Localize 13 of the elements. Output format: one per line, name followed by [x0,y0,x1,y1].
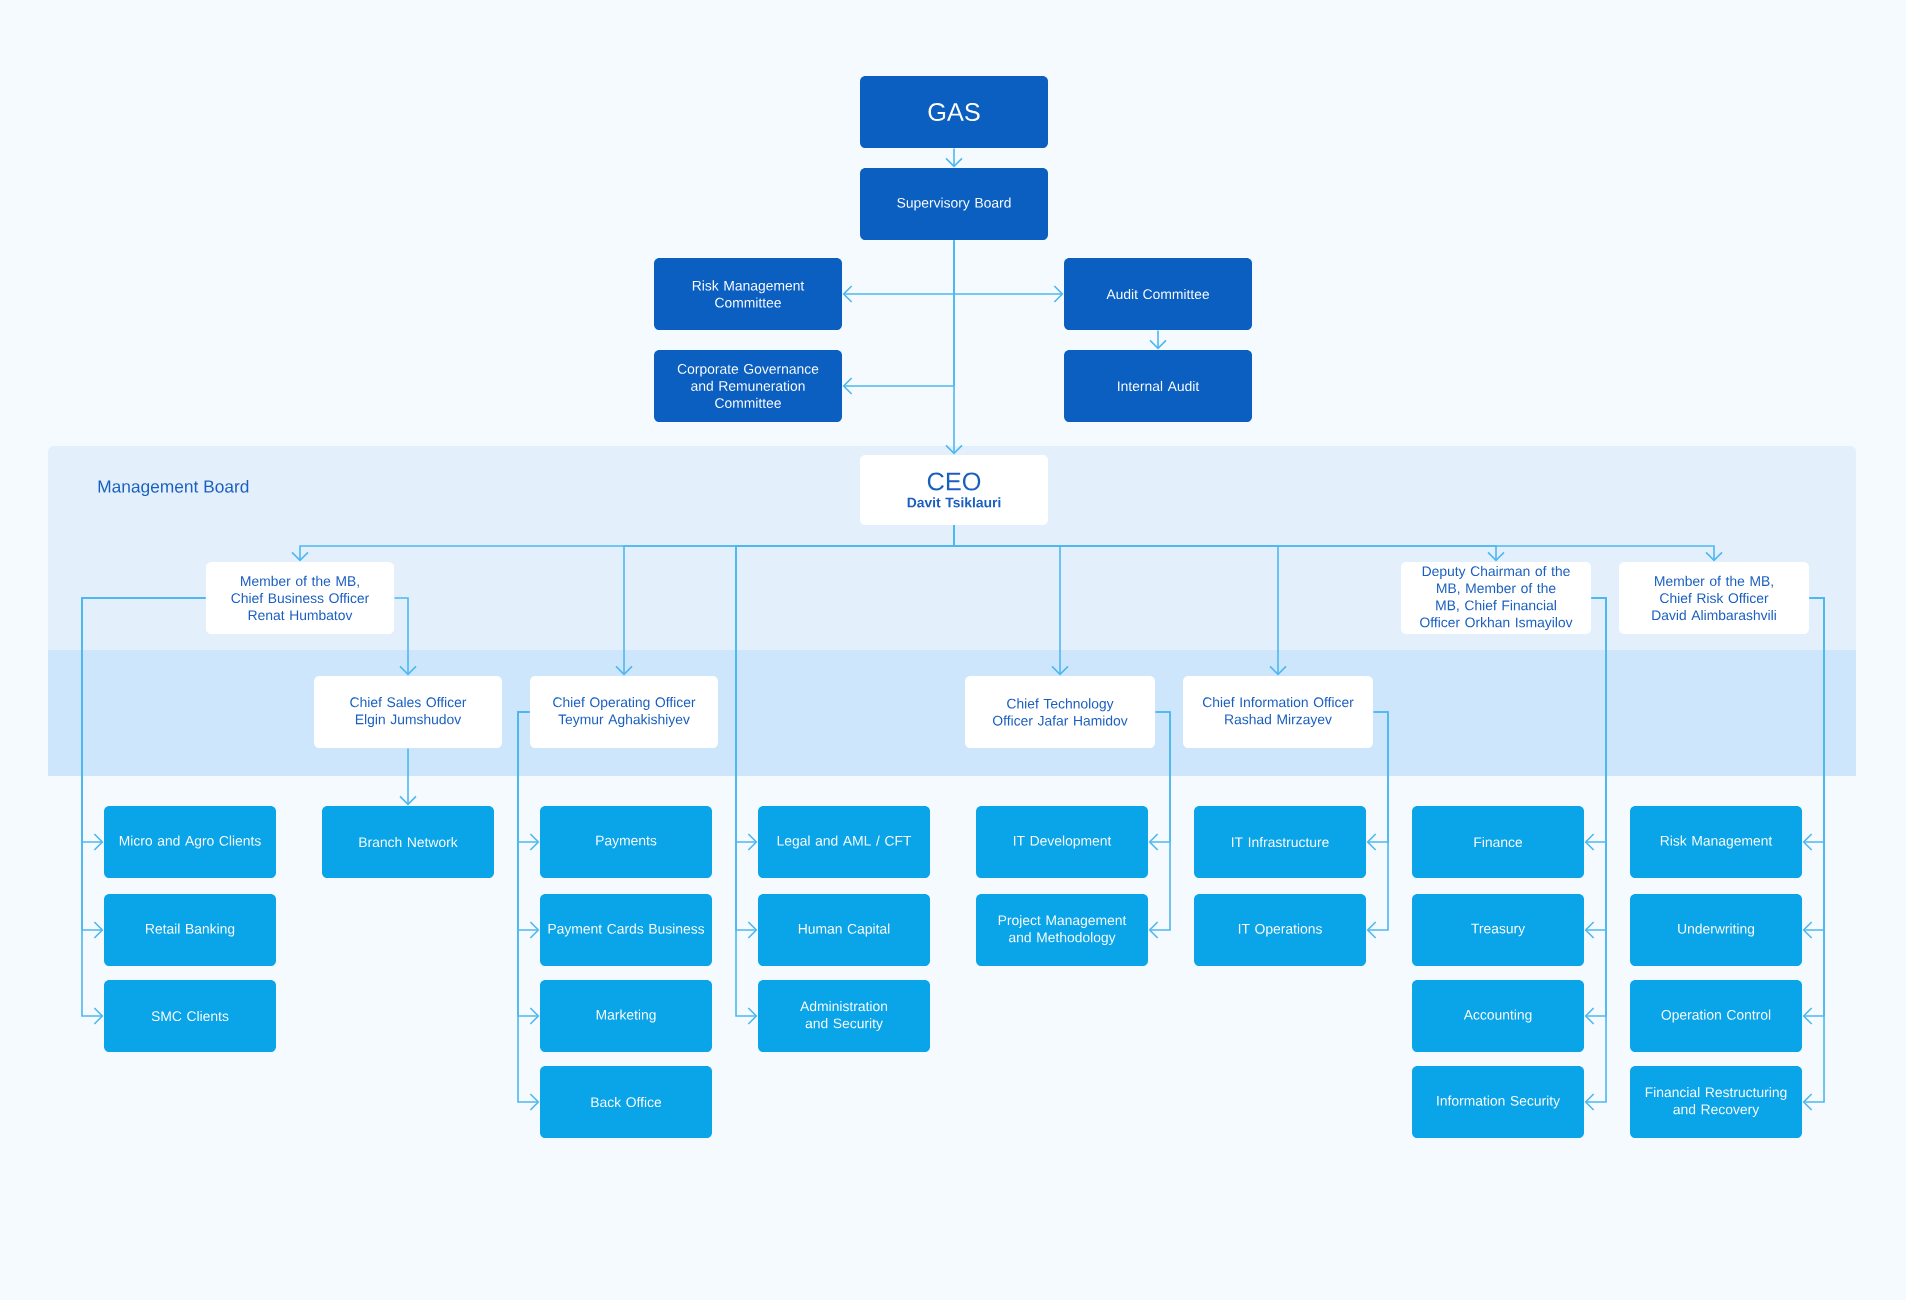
connector-arrow [517,711,540,1111]
connector-arrow [1802,597,1825,1111]
connector-arrow [81,597,207,1025]
connector-arrow [1366,711,1389,939]
connector-arrow [1149,329,1167,350]
connector-arrow [945,239,963,455]
connector-arrow [945,147,963,168]
connector-arrow [393,597,417,676]
connector-arrow [735,524,955,1025]
connector-arrow [1148,711,1171,939]
connector-arrow [1584,597,1607,1111]
board-box: GAS [860,76,1048,148]
connector-arrow [399,747,417,806]
